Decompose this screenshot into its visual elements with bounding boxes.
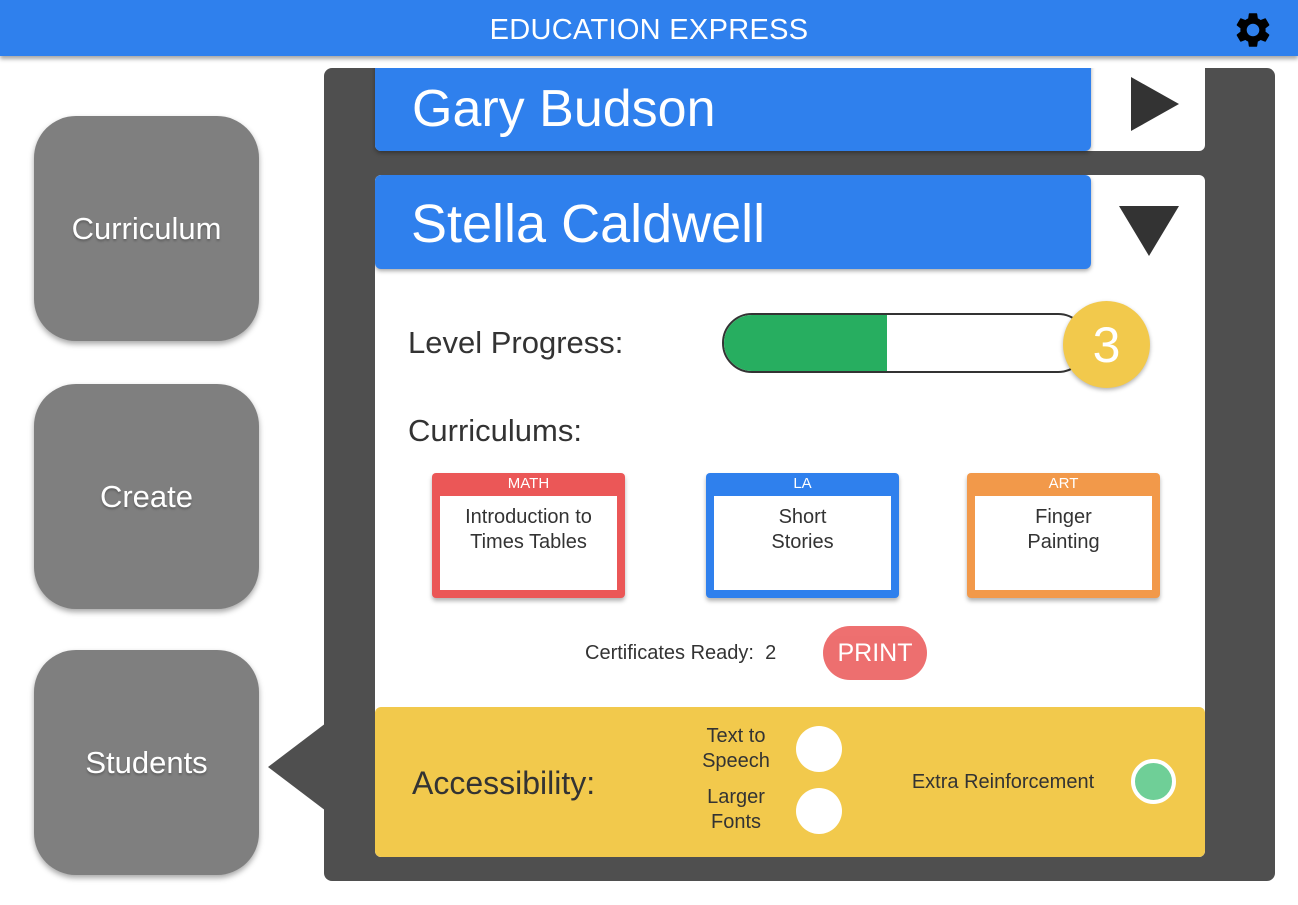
gear-icon[interactable] (1232, 9, 1274, 51)
level-progress-fill (724, 315, 887, 371)
certificates-count: 2 (765, 642, 777, 664)
certificates-label: Certificates Ready: (585, 642, 754, 664)
active-nav-pointer (268, 723, 326, 811)
level-number: 3 (1092, 316, 1121, 373)
nav-create-label: Create (99, 478, 194, 514)
nav-students-label: Students (85, 744, 208, 780)
student-name-bar[interactable]: Stella Caldwell (375, 175, 1091, 269)
level-badge: 3 (1063, 301, 1150, 388)
extra-reinforcement-toggle[interactable] (1131, 759, 1176, 804)
curriculum-subject: MATH (507, 475, 550, 492)
curriculum-subject: ART (1048, 475, 1079, 492)
students-panel[interactable]: Gary Budson Stella Caldwell Level Progre… (324, 68, 1275, 881)
nav-curriculum-label: Curriculum (71, 210, 222, 246)
accessibility-title: Accessibility: (412, 765, 596, 801)
student-name: Stella Caldwell (411, 194, 766, 254)
nav-curriculum-button[interactable]: Curriculum (34, 116, 259, 341)
nav-students-button[interactable]: Students (34, 650, 259, 875)
print-label: PRINT (837, 638, 913, 667)
triangle-right-icon[interactable] (1131, 77, 1179, 131)
triangle-down-icon[interactable] (1119, 206, 1179, 256)
student-card[interactable]: Gary Budson (375, 68, 1205, 151)
larger-fonts-toggle[interactable] (796, 788, 842, 834)
print-button[interactable]: PRINT (823, 626, 927, 680)
student-name: Gary Budson (412, 80, 716, 138)
text-to-speech-toggle[interactable] (796, 726, 842, 772)
app-title: EDUCATION EXPRESS (489, 14, 809, 46)
extra-reinforcement-label: Extra Reinforcement (911, 771, 1095, 793)
curriculum-subject: LA (793, 475, 812, 492)
nav-create-button[interactable]: Create (34, 384, 259, 609)
top-bar: EDUCATION EXPRESS (0, 0, 1298, 56)
level-progress-bar (722, 313, 1088, 373)
certificates-ready: Certificates Ready: 2 (585, 642, 776, 665)
level-progress-label: Level Progress: (408, 325, 624, 360)
student-name-bar[interactable]: Gary Budson (375, 68, 1091, 151)
curriculums-label: Curriculums: (408, 413, 582, 448)
student-card-expanded: Stella Caldwell Level Progress: 3 Curric… (375, 175, 1205, 857)
